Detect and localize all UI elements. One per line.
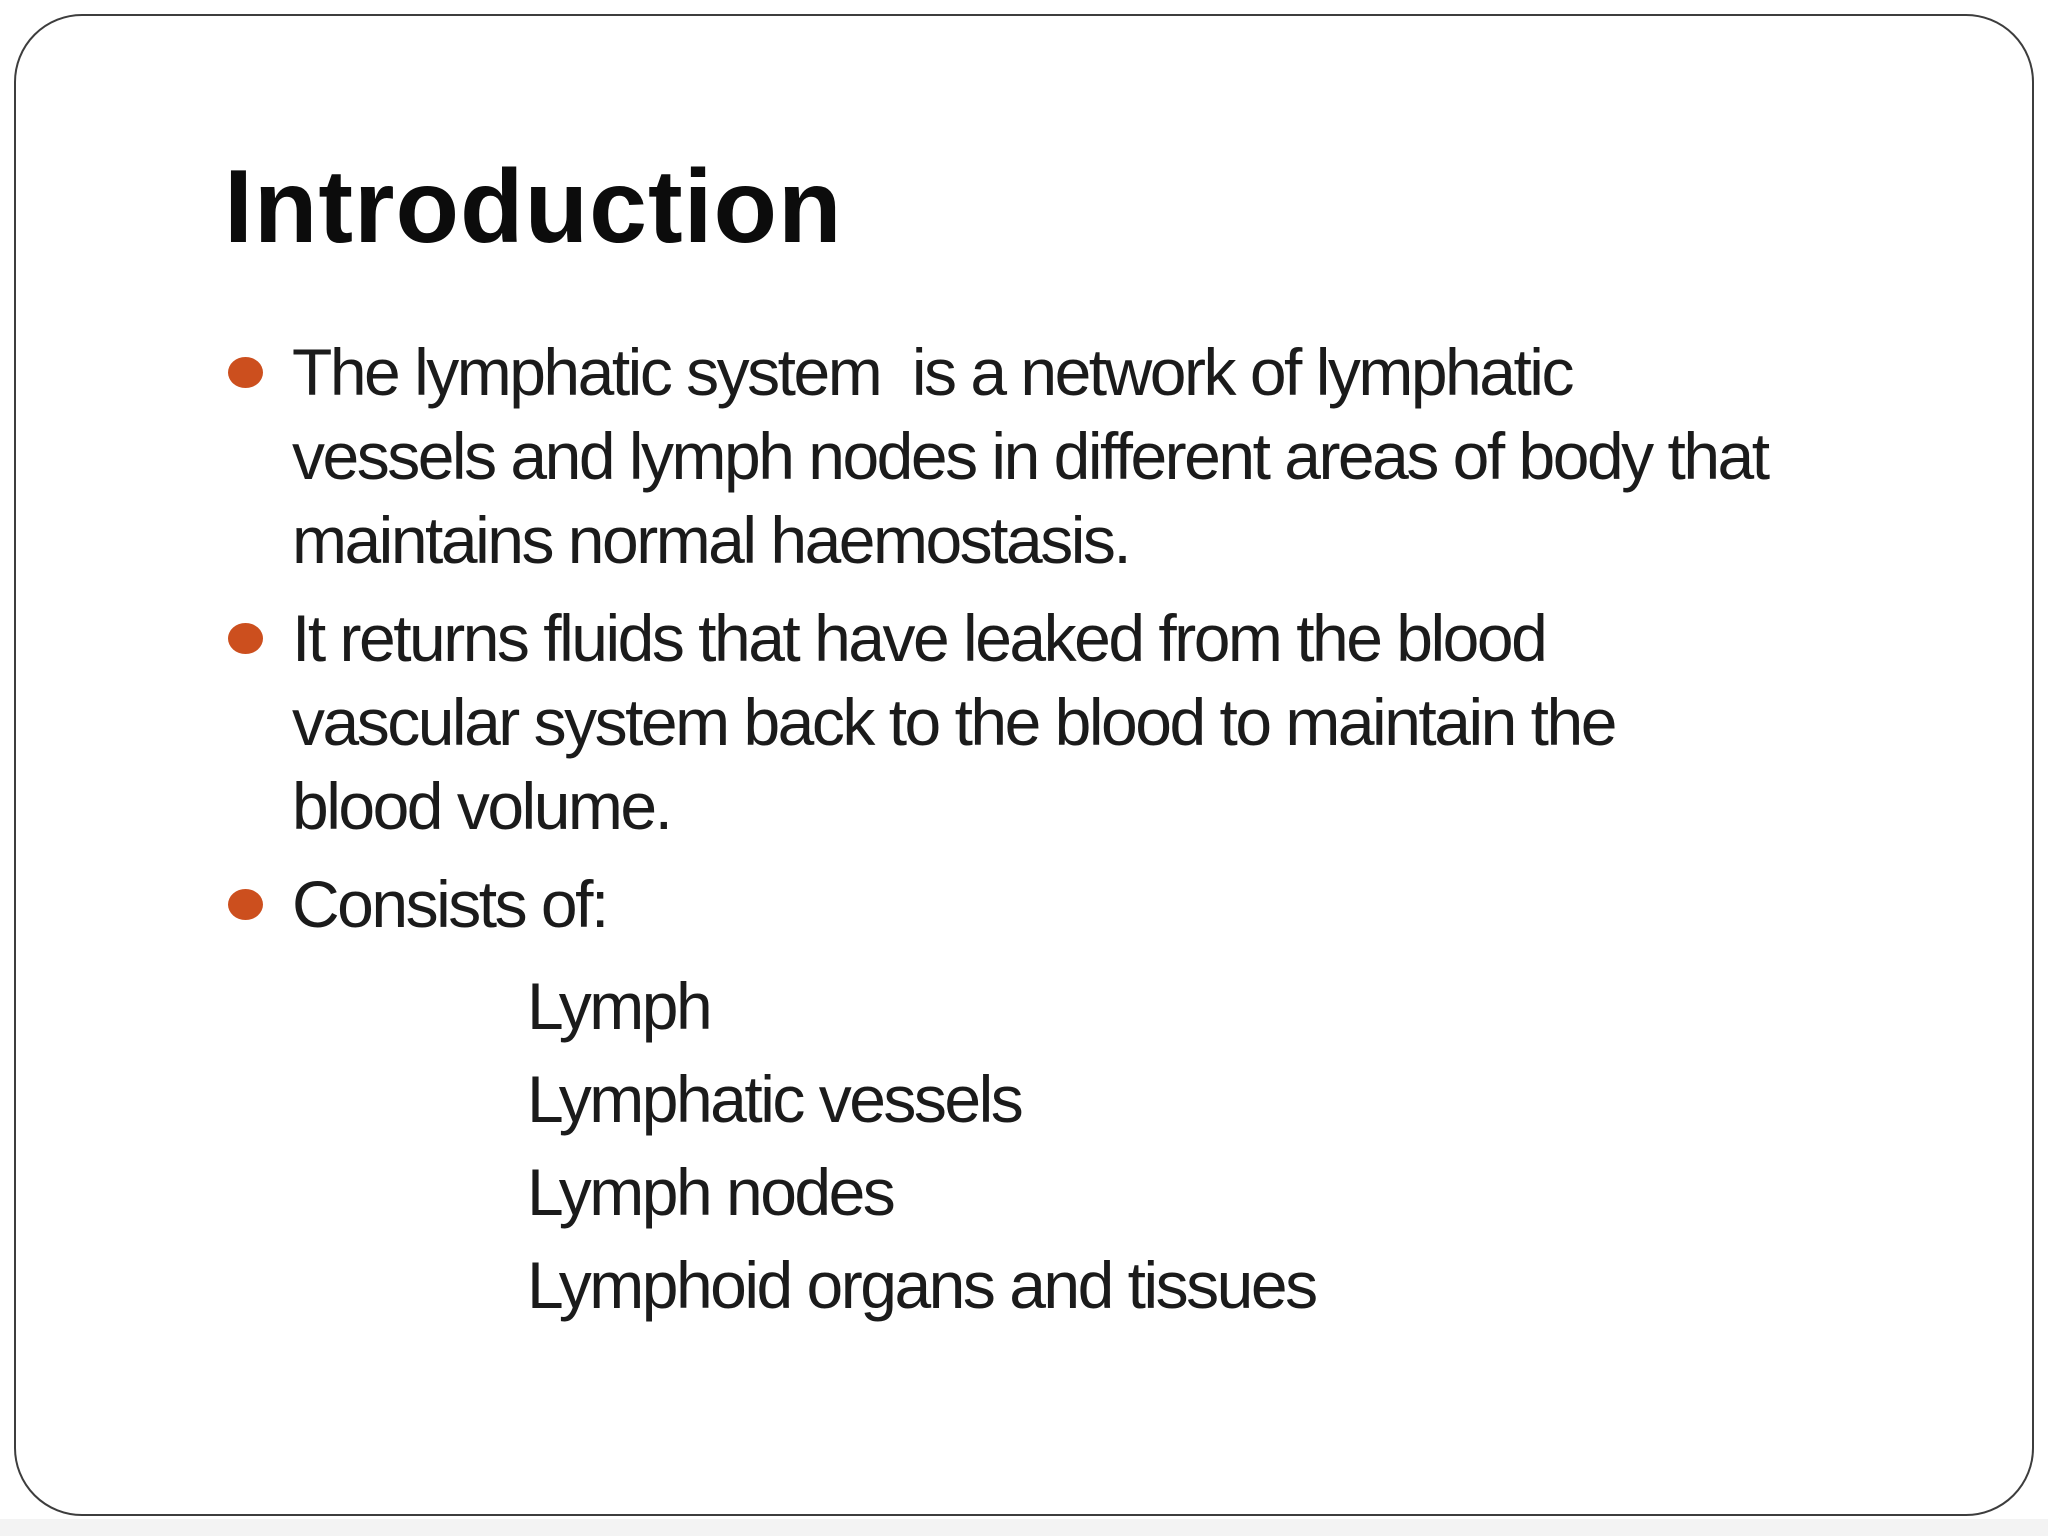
- slide-border: [14, 14, 2034, 1516]
- bullet-text-line: blood volume.: [292, 769, 673, 843]
- bullet-text-line: It returns fluids that have leaked from …: [292, 601, 1548, 675]
- bullet-icon: [228, 357, 263, 388]
- sub-list: Lymph Lymphatic vessels Lymph nodes Lymp…: [527, 960, 2008, 1332]
- bullet-text: The lymphatic system is a network of lym…: [292, 330, 1770, 582]
- bullet-item: It returns fluids that have leaked from …: [228, 596, 2008, 848]
- bullet-text-line: maintains normal haemostasis.: [292, 503, 1132, 577]
- bullet-text: It returns fluids that have leaked from …: [292, 596, 1617, 848]
- bullet-text-line: vessels and lymph nodes in different are…: [292, 419, 1770, 493]
- slide-bottom-edge: [0, 1519, 2048, 1536]
- bullet-icon: [228, 623, 263, 654]
- sub-list-item: Lymph nodes: [527, 1155, 896, 1229]
- bullet-text-line: vascular system back to the blood to mai…: [292, 685, 1617, 759]
- bullet-item: The lymphatic system is a network of lym…: [228, 330, 2008, 582]
- bullet-text-line: Consists of:: [292, 867, 609, 941]
- sub-list-item: Lymphatic vessels: [527, 1062, 1024, 1136]
- bullet-item: Consists of:: [228, 862, 2008, 946]
- slide-title: Introduction: [224, 149, 843, 265]
- bullet-text: Consists of:: [292, 862, 609, 946]
- bullet-text-line: The lymphatic system is a network of lym…: [292, 335, 1574, 409]
- sub-list-item: Lymphoid organs and tissues: [527, 1248, 1318, 1322]
- bullet-icon: [228, 889, 263, 920]
- sub-list-item: Lymph: [527, 969, 713, 1043]
- slide-body: The lymphatic system is a network of lym…: [228, 330, 2008, 1332]
